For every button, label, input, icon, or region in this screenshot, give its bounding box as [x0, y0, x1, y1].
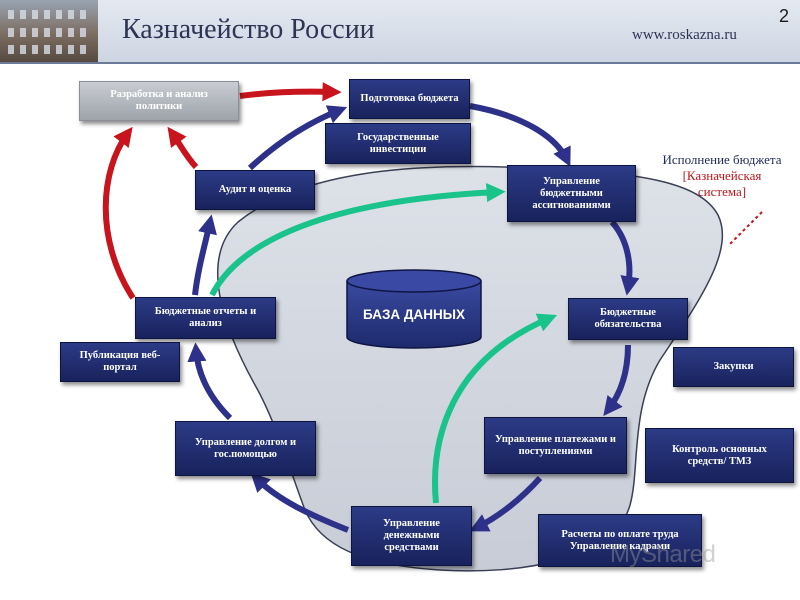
node-audit: Аудит и оценка — [195, 170, 315, 210]
node-commitments: Бюджетные обязательства — [568, 298, 688, 340]
execution-label: Исполнение бюджета [Казначейская система… — [640, 152, 800, 200]
arrow-commitments-to-payments — [603, 344, 631, 417]
node-debt: Управление долгом и гос.помощью — [175, 421, 316, 476]
execution-label-line3: система] — [697, 184, 747, 199]
arrow-allocations-to-commitments — [609, 220, 640, 296]
header-bar: Казначейство России www.roskazna.ru — [0, 0, 800, 64]
node-procurement: Закупки — [673, 347, 794, 387]
node-gov-invest: Государственные инвестиции — [325, 123, 471, 164]
arrow-budget-to-allocations — [469, 103, 571, 167]
node-cash: Управление денежными средствами — [351, 506, 472, 566]
arrow-policy-to-budget — [239, 82, 342, 102]
node-payments: Управление платежами и поступлениями — [484, 417, 627, 474]
arrow-cash-to-debt — [250, 472, 350, 533]
node-budget-prep: Подготовка бюджета — [349, 79, 470, 119]
execution-pointer — [727, 211, 763, 247]
execution-label-line2: [Казначейская — [682, 168, 762, 183]
arrow-reports-to-policy — [102, 126, 136, 300]
arrow-payments-to-cash — [469, 475, 543, 532]
arrow-reports-to-allocations — [209, 182, 506, 297]
database-icon — [346, 269, 482, 349]
arrow-debt-to-reports — [187, 342, 233, 421]
arrow-audit-to-policy — [167, 126, 199, 170]
page-title: Казначейство России — [122, 14, 375, 45]
arrow-cash-to-commitments — [432, 313, 558, 504]
node-allocations: Управление бюджетными ассигнованиями — [507, 165, 636, 222]
building-photo — [0, 0, 98, 62]
node-publication: Публикация веб-портал — [60, 342, 180, 382]
node-reports: Бюджетные отчеты и анализ — [135, 297, 276, 339]
database-label: БАЗА ДАННЫХ — [363, 307, 465, 322]
execution-label-line1: Исполнение бюджета — [662, 152, 782, 167]
node-policy: Разработка и анализ политики — [79, 81, 239, 121]
site-url[interactable]: www.roskazna.ru — [632, 27, 737, 43]
slide-number: 2 — [779, 6, 790, 26]
arrow-audit-to-budget — [247, 105, 348, 171]
node-fixed-assets: Контроль основных средств/ ТМЗ — [645, 428, 794, 483]
node-payroll: Расчеты по оплате труда Управление кадра… — [538, 514, 702, 567]
watermark: MyShared — [610, 541, 716, 568]
arrow-reports-to-audit — [192, 214, 217, 296]
